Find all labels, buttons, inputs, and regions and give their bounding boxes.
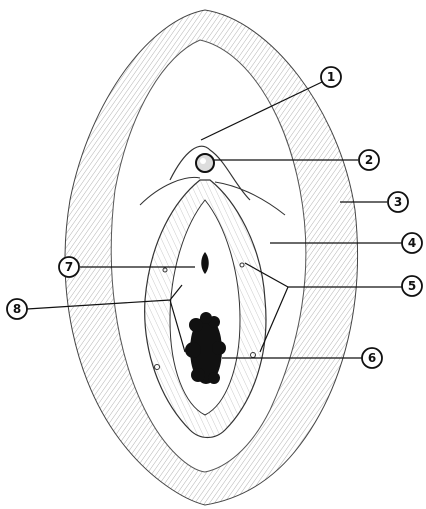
svg-text:1: 1 [327, 70, 335, 84]
label-1: 1 [321, 67, 341, 87]
label-5: 5 [402, 276, 422, 296]
label-6: 6 [362, 348, 382, 368]
svg-text:7: 7 [65, 260, 73, 274]
svg-text:4: 4 [408, 236, 416, 250]
label-3: 3 [388, 192, 408, 212]
svg-text:6: 6 [368, 351, 376, 365]
svg-text:3: 3 [394, 195, 402, 209]
label-4: 4 [402, 233, 422, 253]
label-2: 2 [359, 150, 379, 170]
svg-text:8: 8 [13, 302, 21, 316]
svg-text:5: 5 [408, 279, 416, 293]
label-7: 7 [59, 257, 79, 277]
clitoris-highlight [200, 158, 206, 164]
svg-text:2: 2 [365, 153, 373, 167]
label-8: 8 [7, 299, 27, 319]
